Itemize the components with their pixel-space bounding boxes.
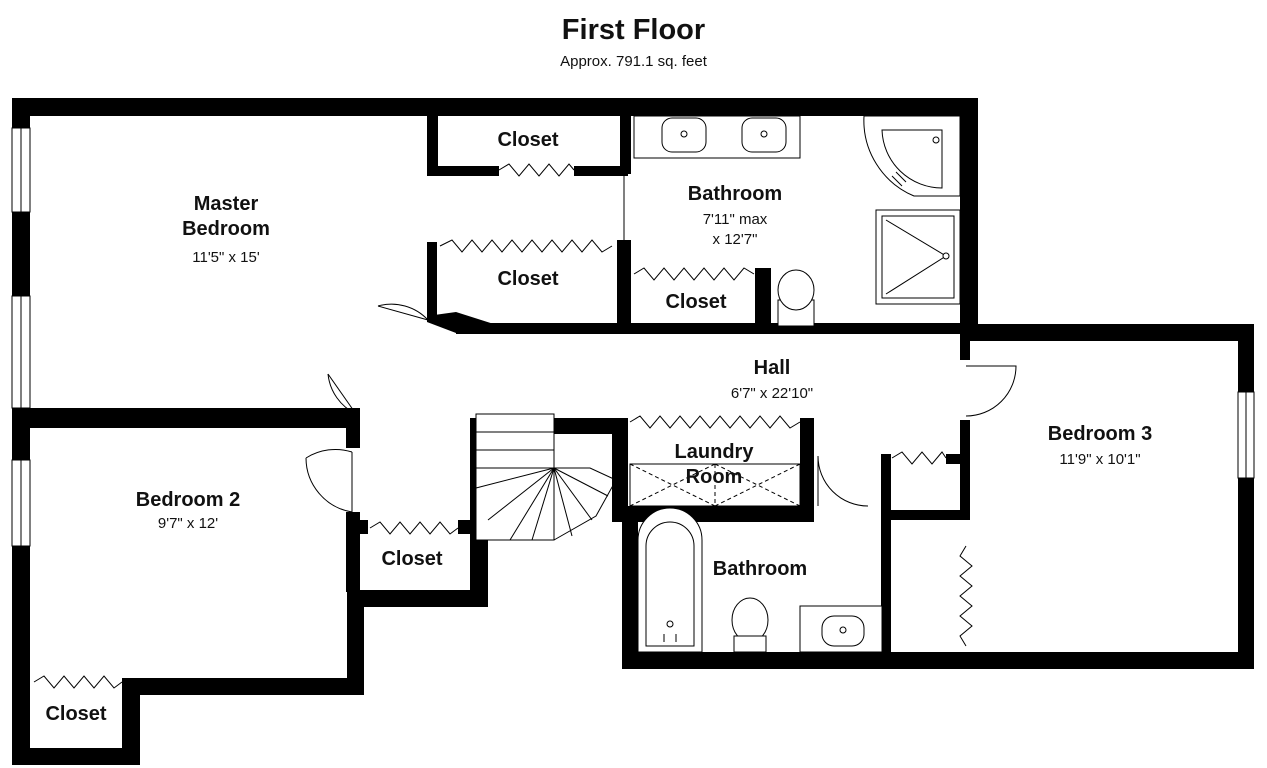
staircase [475, 413, 617, 541]
windows [11, 127, 1255, 547]
master-bath-fixtures [633, 115, 961, 327]
bedroom-3-label: Bedroom 3 [1047, 423, 1153, 445]
area-subtitle: Approx. 791.1 sq. feet [560, 53, 707, 70]
page-title: First Floor [561, 14, 706, 46]
closet-bifold-doors [33, 163, 973, 689]
closet-bed2-right-label: Closet [381, 548, 443, 570]
closet-master-mid-label: Closet [497, 268, 559, 290]
master-bedroom-name-line1: Master [193, 193, 259, 215]
bathroom-master-dims-line1: 7'11" max [702, 211, 768, 228]
laundry-room-name-line1: Laundry [674, 441, 754, 463]
laundry-room-label: Laundry Room [644, 440, 784, 490]
bathroom-master-label: Bathroom [687, 183, 783, 205]
master-bedroom-dims: 11'5" x 15' [192, 249, 260, 266]
hall-bath-fixtures [637, 507, 883, 653]
closet-bed2-bottom-label: Closet [45, 703, 107, 725]
bathroom-hall-label: Bathroom [712, 558, 808, 580]
closet-master-top-label: Closet [497, 129, 559, 151]
closet-bath-label: Closet [665, 291, 727, 313]
hall-label: Hall [753, 357, 791, 379]
bathroom-master-dims-line2: x 12'7" [712, 231, 758, 248]
doors [305, 176, 1017, 513]
master-bedroom-label: Master Bedroom [156, 192, 296, 242]
laundry-appliances [629, 463, 801, 507]
master-bedroom-name-line2: Bedroom [182, 218, 270, 240]
laundry-room-name-line2: Room [685, 466, 743, 488]
bedroom-2-dims: 9'7" x 12' [157, 515, 219, 532]
hall-dims: 6'7" x 22'10" [730, 385, 814, 402]
bedroom-3-dims: 11'9" x 10'1" [1059, 451, 1141, 468]
bedroom-2-label: Bedroom 2 [135, 489, 241, 511]
